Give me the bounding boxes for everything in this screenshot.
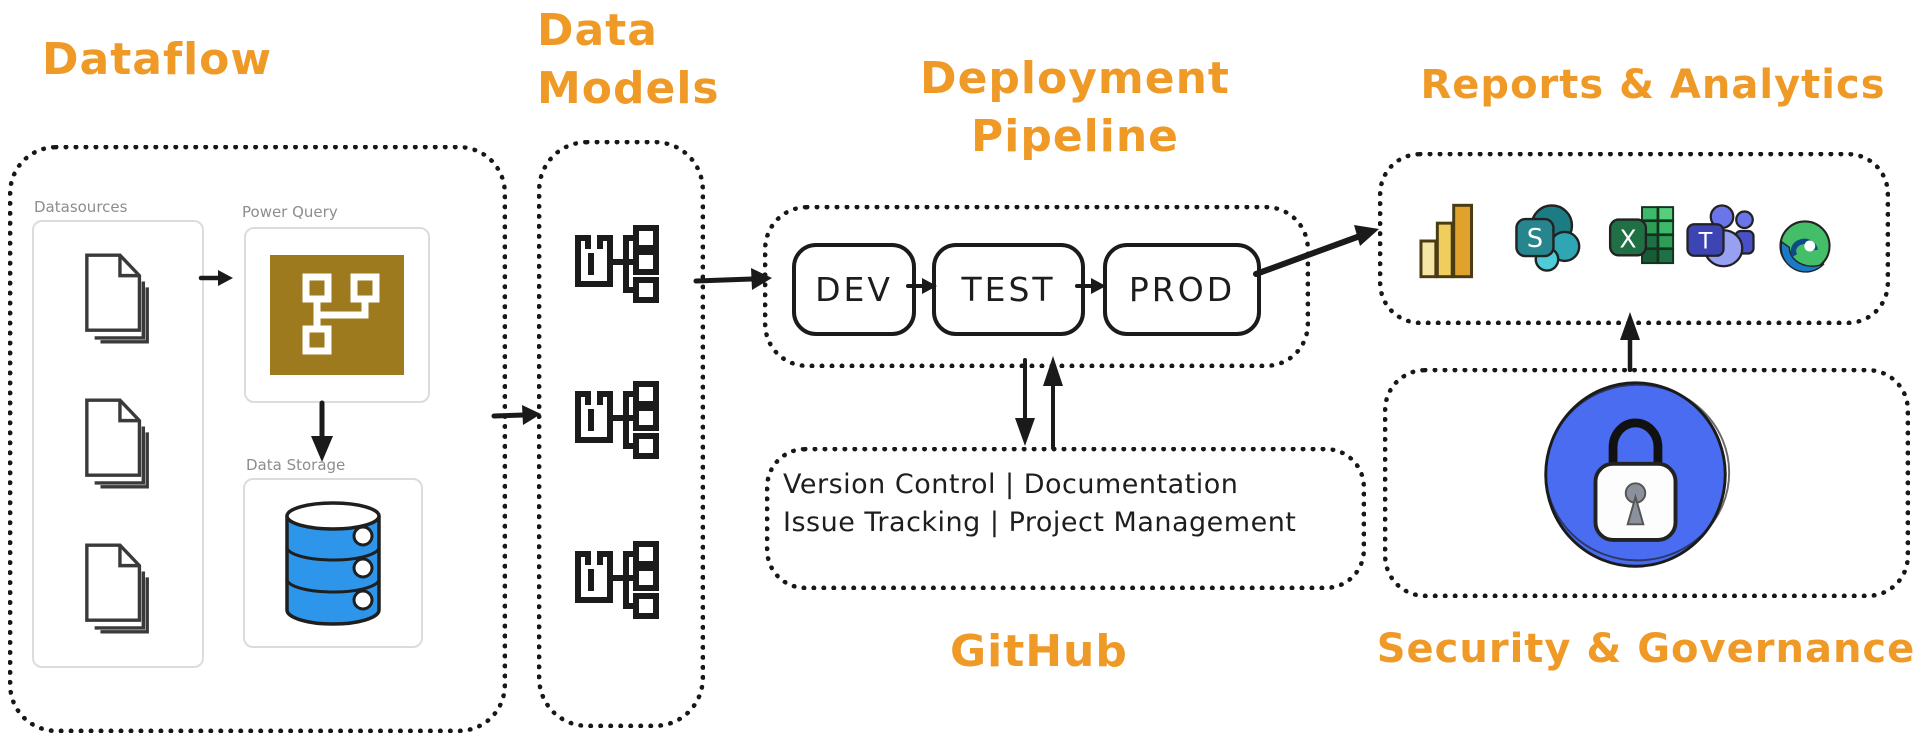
arrow-powerquery-to-storage xyxy=(311,400,333,462)
power-bi-icon xyxy=(1419,203,1474,279)
pipeline-stage-test: TEST xyxy=(932,243,1085,336)
lock-icon xyxy=(1544,381,1731,568)
excel-letter: X xyxy=(1619,225,1636,254)
sharepoint-letter: S xyxy=(1527,224,1543,254)
reports-analytics-title: Reports & Analytics xyxy=(1420,62,1886,108)
data-model-icon xyxy=(564,374,664,466)
data-models-title-line2: Models xyxy=(537,63,720,114)
excel-icon: X xyxy=(1608,206,1675,265)
deployment-title-line1: Deployment xyxy=(920,53,1230,104)
security-governance-label: Security & Governance xyxy=(1376,626,1916,672)
data-models-title-line1: Data xyxy=(537,5,658,56)
edge-icon xyxy=(1779,220,1831,273)
datasources-label: Datasources xyxy=(34,198,128,216)
github-label: GitHub xyxy=(950,626,1128,677)
arrow-datasources-to-powerquery xyxy=(198,270,233,286)
power-query-label: Power Query xyxy=(242,203,338,221)
pipeline-stage-dev: DEV xyxy=(792,243,916,336)
deployment-title-line2: Pipeline xyxy=(971,111,1179,162)
arrow-github-to-pipeline xyxy=(1043,356,1063,450)
arrow-dev-to-test xyxy=(906,278,937,294)
data-model-icon xyxy=(564,534,664,626)
power-query-icon xyxy=(270,255,404,375)
teams-letter: T xyxy=(1698,228,1713,254)
dataflow-box xyxy=(8,145,507,733)
file-icon xyxy=(81,542,155,636)
security-governance-box xyxy=(1383,368,1910,598)
file-icon xyxy=(81,397,155,491)
deployment-pipeline-title: Deployment Pipeline xyxy=(855,50,1295,166)
arrow-pipeline-to-github xyxy=(1015,358,1035,446)
github-box-line2: Issue Tracking | Project Management xyxy=(783,507,1297,538)
data-models-box xyxy=(537,140,705,728)
data-model-icon xyxy=(564,218,664,310)
github-box-text: Version Control | Documentation Issue Tr… xyxy=(783,466,1296,542)
deployment-pipeline-box xyxy=(763,205,1310,368)
arrow-security-to-reports xyxy=(1620,312,1640,372)
github-box xyxy=(765,447,1366,590)
arrow-datamodels-to-pipeline xyxy=(693,268,772,290)
arrow-test-to-prod xyxy=(1075,278,1106,294)
reports-analytics-box xyxy=(1378,152,1890,325)
dataflow-title: Dataflow xyxy=(42,34,273,85)
database-icon xyxy=(285,501,381,626)
arrow-dataflow-to-datamodels xyxy=(491,405,541,425)
data-storage-label: Data Storage xyxy=(246,456,346,474)
file-icon xyxy=(81,252,155,346)
datasources-panel xyxy=(32,220,204,668)
arrow-prod-to-reports xyxy=(1253,225,1379,277)
teams-icon: T xyxy=(1686,204,1755,268)
pipeline-stage-prod: PROD xyxy=(1103,243,1261,336)
power-query-panel xyxy=(244,227,430,403)
data-models-title: Data Models xyxy=(537,2,720,118)
data-storage-panel xyxy=(243,478,423,648)
github-box-line1: Version Control | Documentation xyxy=(783,469,1239,500)
sharepoint-icon: S xyxy=(1515,204,1581,272)
